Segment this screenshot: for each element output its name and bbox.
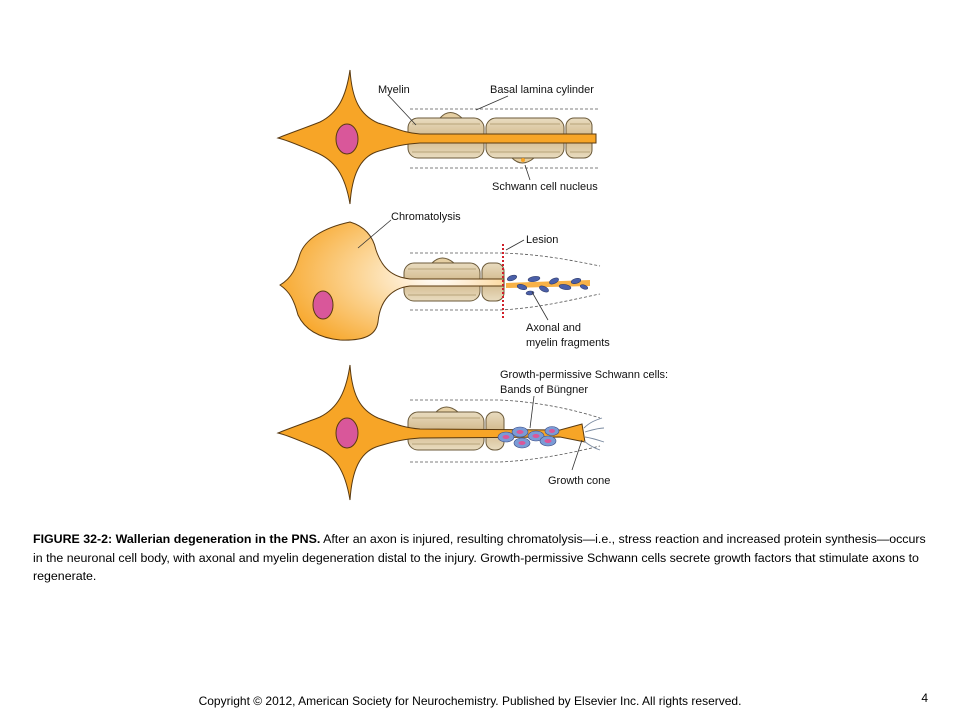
panel-intact-neuron: Myelin Basal lamina cylinder Schwann cel… <box>276 69 600 205</box>
figure-caption: FIGURE 32-2: Wallerian degeneration in t… <box>33 530 933 586</box>
axonal-myelin-fragments <box>506 274 590 296</box>
label-basal-lamina-cylinder: Basal lamina cylinder <box>490 84 594 96</box>
basal-lamina-top-3 <box>410 399 601 419</box>
panel-injured-neuron: Chromatolysis Lesion Axonal and myelin f… <box>279 211 610 349</box>
label-growth-permissive-line2: Bands of Büngner <box>500 384 588 396</box>
basal-lamina-bottom-3 <box>410 445 601 463</box>
growth-cone <box>583 417 605 451</box>
copyright-notice: Copyright © 2012, American Society for N… <box>198 694 742 708</box>
neuron-cell-body <box>276 69 597 205</box>
neuron-nucleus <box>335 123 359 155</box>
page-number: 4 <box>921 691 928 705</box>
label-growth-permissive-line1: Growth-permissive Schwann cells: <box>500 369 668 381</box>
bands-of-bungner <box>497 426 560 449</box>
regenerating-neuron-body <box>276 364 586 501</box>
label-chromatolysis: Chromatolysis <box>391 211 461 223</box>
label-fragments-line1: Axonal and <box>526 322 581 334</box>
caption-body: After an axon is injured, resulting chro… <box>33 532 926 583</box>
label-lesion: Lesion <box>526 234 558 246</box>
chromatolytic-cell-body <box>279 221 505 341</box>
wallerian-degeneration-diagram: Myelin Basal lamina cylinder Schwann cel… <box>276 69 668 501</box>
displaced-nucleus <box>312 290 334 320</box>
basal-lamina-bottom-2 <box>410 293 601 311</box>
panel-regenerating-neuron: Growth-permissive Schwann cells: Bands o… <box>276 364 668 501</box>
label-myelin: Myelin <box>378 84 410 96</box>
schwann-nucleus-top <box>438 112 464 119</box>
label-schwann-cell-nucleus: Schwann cell nucleus <box>492 181 598 193</box>
label-fragments-line2: myelin fragments <box>526 337 610 349</box>
label-growth-cone: Growth cone <box>548 475 610 487</box>
caption-title: FIGURE 32-2: Wallerian degeneration in t… <box>33 532 321 546</box>
